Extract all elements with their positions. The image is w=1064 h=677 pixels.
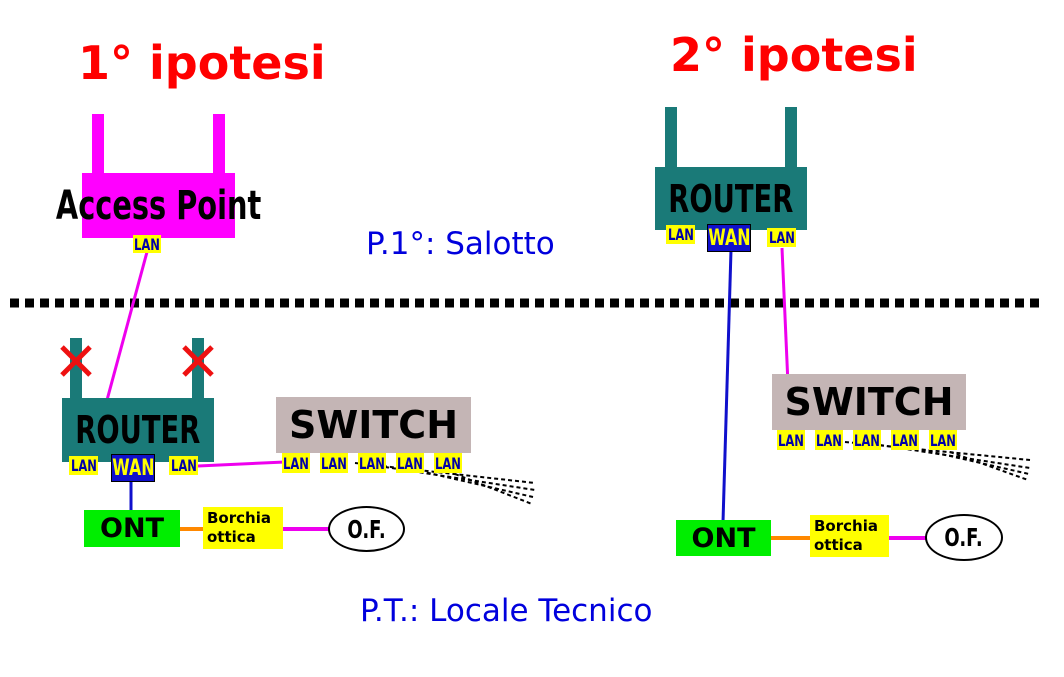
access-point-label: Access Point xyxy=(55,182,262,229)
router1-antenna-right xyxy=(192,338,204,402)
ap-antenna-left xyxy=(92,114,104,176)
floor-label-ground: P.T.: Locale Tecnico xyxy=(360,593,653,629)
ont-1: ONT xyxy=(84,510,180,547)
switch-1-lan-port: LAN xyxy=(282,453,310,473)
switch-2-lan-port: LAN xyxy=(929,430,957,450)
switch-2-lan-port: LAN xyxy=(815,430,843,450)
router-1-label: ROUTER xyxy=(75,408,201,452)
router-1-lan-port-2: LAN xyxy=(169,456,198,475)
router1-antenna-left xyxy=(70,338,82,402)
ap-antenna-right xyxy=(213,114,225,176)
switch-2-lan-port: LAN xyxy=(853,430,881,450)
switch-2-label: SWITCH xyxy=(784,380,954,424)
router2-antenna-right xyxy=(785,107,797,171)
switch-1-lan-port: LAN xyxy=(358,453,386,473)
hypothesis-2-title: 2° ipotesi xyxy=(670,28,918,82)
optical-fiber-2: O.F. xyxy=(925,514,1003,561)
router-2-lan-port-1: LAN xyxy=(666,225,695,244)
ont-2-label: ONT xyxy=(691,522,756,554)
router-2-wan-port: WAN xyxy=(707,224,751,252)
router-2: ROUTER xyxy=(655,167,807,230)
floor-label-upper: P.1°: Salotto xyxy=(366,226,555,262)
router-2-lan-port-2: LAN xyxy=(767,228,796,247)
cross-icon xyxy=(58,343,94,379)
switch-2-lan-port: LAN xyxy=(891,430,919,450)
router-1-wan-port: WAN xyxy=(111,454,155,482)
ont-2: ONT xyxy=(676,520,771,556)
cross-icon xyxy=(180,343,216,379)
ont-1-label: ONT xyxy=(100,513,164,544)
switch-1-lan-port: LAN xyxy=(320,453,348,473)
hypothesis-1-title: 1° ipotesi xyxy=(78,36,326,90)
router-2-label: ROUTER xyxy=(668,176,794,221)
switch-1-lan-port: LAN xyxy=(396,453,424,473)
access-point-lan-port: LAN xyxy=(133,234,161,254)
cable-router-to-switch xyxy=(197,460,286,468)
switch-1-label: SWITCH xyxy=(288,403,459,447)
switch-2: SWITCH xyxy=(772,374,966,430)
optical-fiber-1: O.F. xyxy=(328,506,405,552)
switch-2-lan-port: LAN xyxy=(777,430,805,450)
switch-1: SWITCH xyxy=(276,397,471,453)
router-1-lan-port-1: LAN xyxy=(69,456,98,475)
cable-wan-to-ont-2 xyxy=(721,249,733,523)
router2-antenna-left xyxy=(665,107,677,171)
access-point: Access Point xyxy=(56,173,261,238)
router-1: ROUTER xyxy=(62,398,214,462)
switch-1-lan-port: LAN xyxy=(434,453,462,473)
